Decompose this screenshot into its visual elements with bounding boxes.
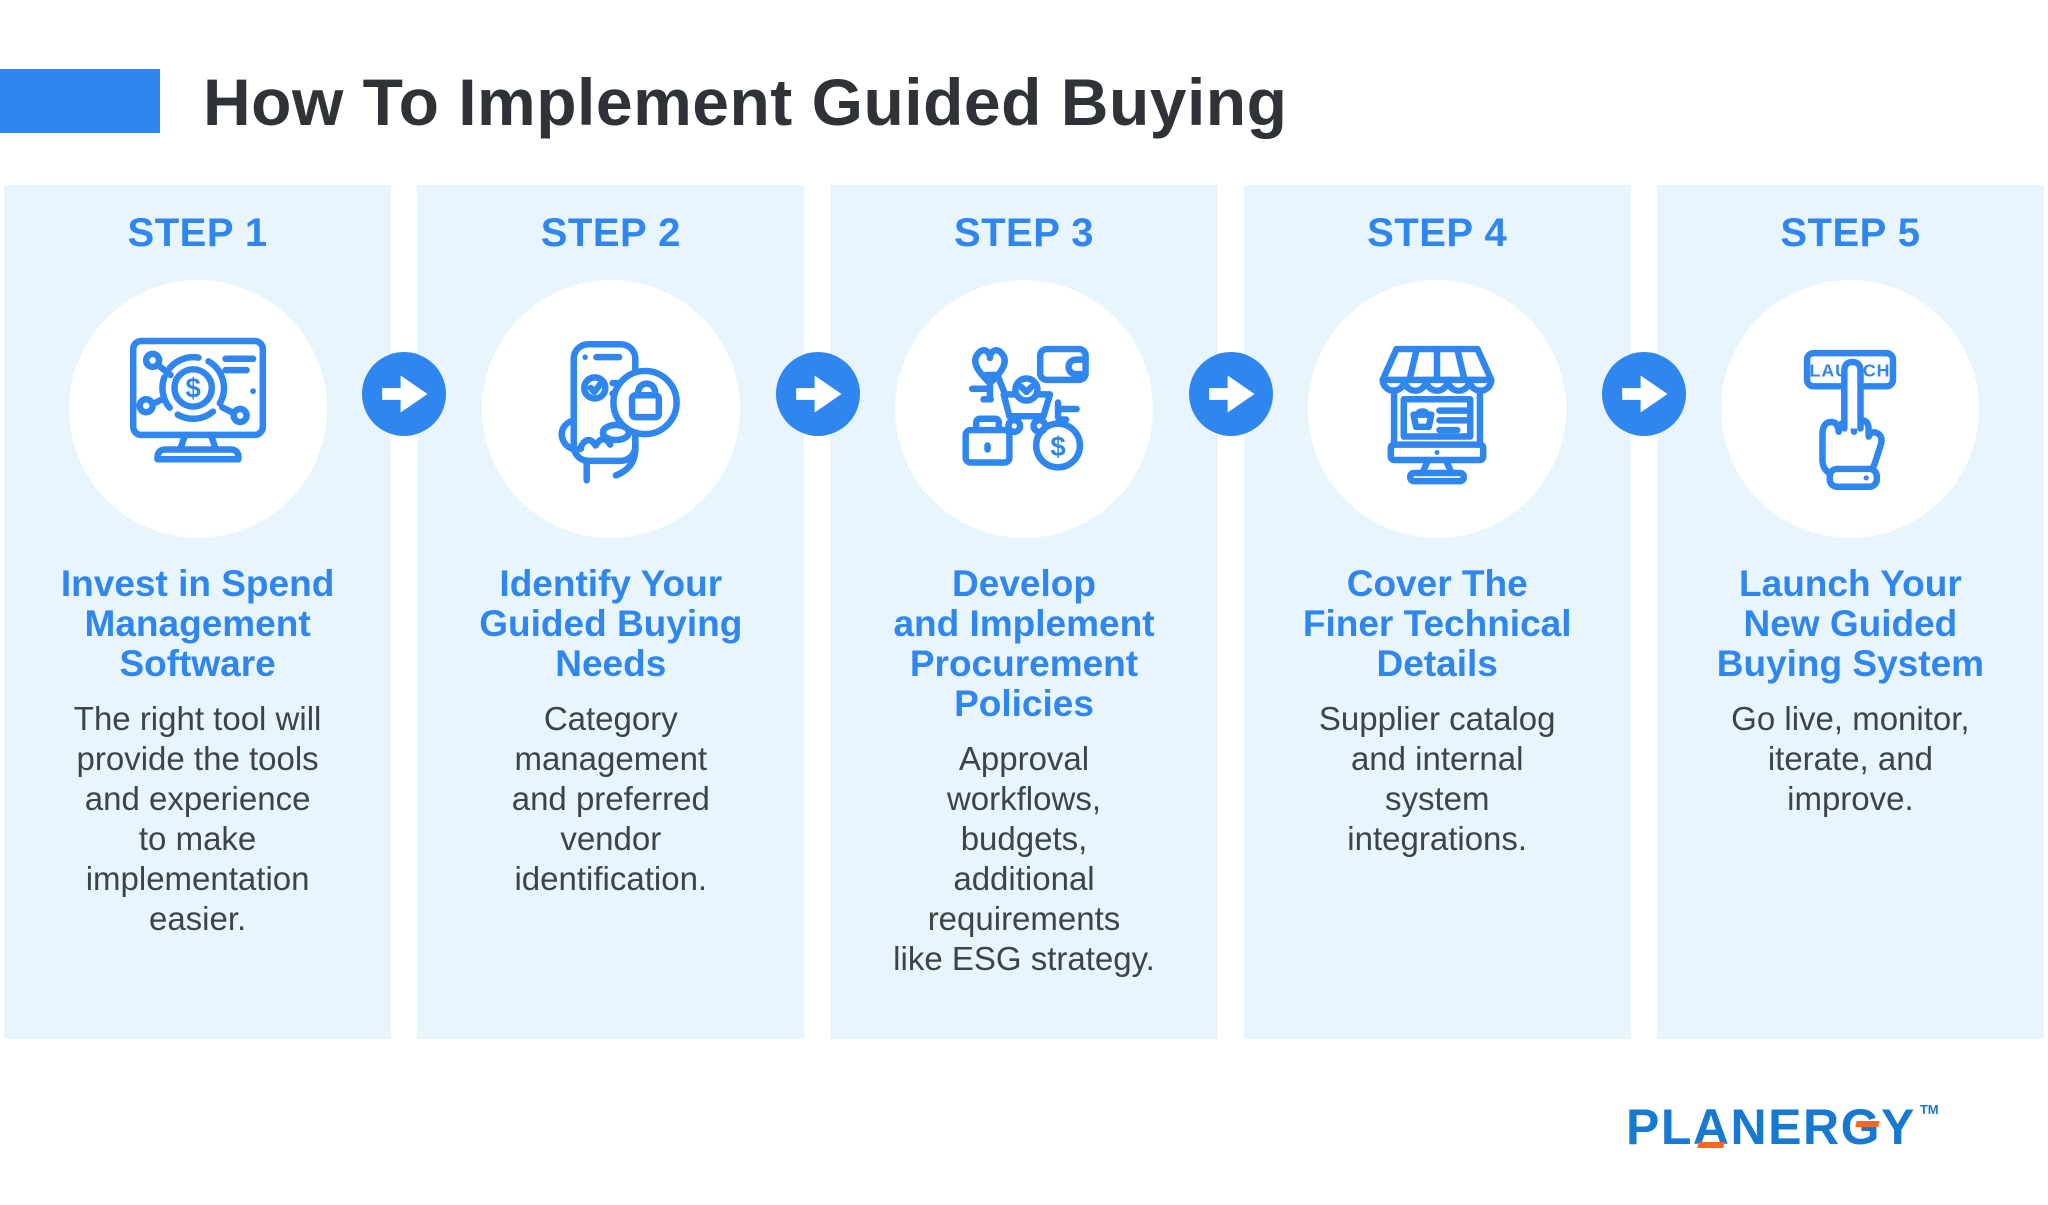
step-label: STEP 5 [1780,211,1921,255]
step-icon-circle: $ [68,280,327,538]
step-label: STEP 2 [540,211,681,255]
brand-text: PL [1626,1099,1693,1155]
brand-text: NER [1730,1099,1841,1155]
step-body: Supplier catalog and internal system int… [1318,700,1556,857]
step-body: Go live, monitor, iterate, and improve. [1731,700,1970,817]
page-title: How To Implement Guided Buying [203,65,1288,139]
step-icon-circle [1308,280,1567,538]
step-icon-circle: $ [894,280,1153,538]
launch-button-icon: LAUNCH [1804,349,1897,490]
step-column-1: STEP 1 $ [4,185,392,1039]
step-heading: Identify Your Guided Buying Needs [479,563,743,684]
step-heading: Develop and Implement Procurement Polici… [893,563,1155,724]
step-body: Category management and preferred vendor… [511,700,710,897]
step-column-4: STEP 4 Cover The Finer Technic [1243,185,1631,1039]
arrow-icon [1189,352,1274,436]
svg-text:$: $ [1050,431,1065,462]
step-body: Approval workflows, budgets, additional … [893,740,1155,977]
svg-text:$: $ [185,373,200,404]
step-column-5: STEP 5 LAUNCH Launch Your New Guided Buy… [1656,185,2044,1039]
step-body: The right tool will provide the tools an… [73,700,322,937]
step-heading: Launch Your New Guided Buying System [1716,563,1985,684]
brand-letter-a: A [1692,1099,1731,1155]
arrow-icon [1602,352,1687,436]
phone-guided-buying-icon [558,340,680,484]
step-heading: Cover The Finer Technical Details [1302,563,1572,684]
storefront-monitor-icon [1379,345,1495,485]
procurement-policy-icon: $ [962,345,1089,471]
step-icon-circle: LAUNCH [1721,280,1980,538]
arrow-icon [775,352,860,436]
header-accent-bar [0,69,160,133]
brand-text: Y [1881,1099,1916,1155]
brand-letter-g: G [1840,1099,1881,1155]
step-label: STEP 1 [127,211,268,255]
steps-row: STEP 1 $ [4,185,2044,1039]
step-icon-circle [481,280,740,538]
trademark-symbol: TM [1919,1102,1939,1117]
step-column-2: STEP 2 I [417,185,805,1039]
step-label: STEP 3 [953,211,1095,255]
arrow-icon [361,352,446,436]
step-heading: Invest in Spend Management Software [60,563,335,684]
step-column-3: STEP 3 $ [830,185,1218,1039]
spend-management-monitor-icon: $ [129,337,266,463]
step-label: STEP 4 [1367,211,1508,255]
